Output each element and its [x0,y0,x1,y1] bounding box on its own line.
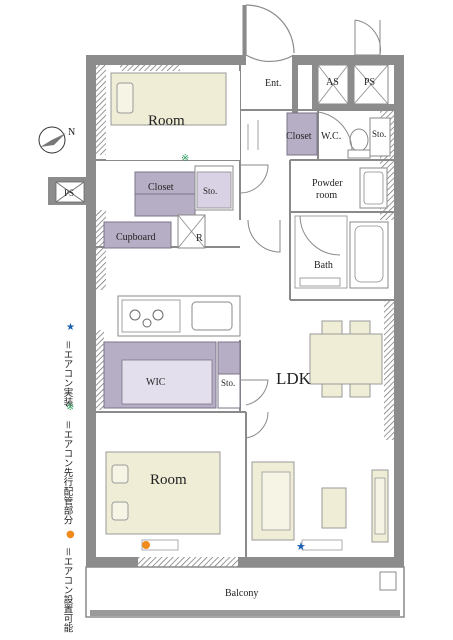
kitchen [117,295,241,337]
balcony-label: Balcony [225,588,258,599]
legend-symbol-star-icon: ★ [66,322,75,333]
interior-walls [96,65,394,557]
as-label: AS [326,77,339,88]
legend-item-ac-installed: ★ ＝エアコン実装 [62,322,76,407]
balcony [85,566,405,618]
room-labels: Room Room LDK Ent. AS PS PS Closet W.C. … [64,77,386,599]
ldk-label: LDK [276,369,312,388]
ac-piping-icon: ※ [181,153,189,164]
storage-room-label: Sto. [203,186,217,196]
bath-label: Bath [314,260,333,271]
living-furniture [251,461,389,543]
exterior-walls [86,55,404,567]
walk-in-closet [103,341,241,409]
compass-north-label: N [68,127,75,138]
compass-icon [38,126,66,154]
legend-item-ac-possible: ● ＝エアコン設置可能 [62,529,76,633]
legend-symbol-dot-icon: ● [66,529,75,540]
wic-label: WIC [146,377,166,388]
entrance-area [242,4,389,105]
storage-wc-label: Sto. [372,129,386,139]
legend-item-ac-piping: ※ ＝エアコン先行配管部分 [62,402,75,525]
powder-room-label-1: Powder [312,178,343,189]
refrigerator-label: R [196,233,203,244]
room-lower [105,451,343,551]
ps-top-label: PS [364,77,375,88]
ps-left [48,177,86,205]
entrance-label: Ent. [265,78,281,89]
legend-text-ac-piping: ＝エアコン先行配管部分 [62,420,74,525]
room-upper [106,71,240,160]
legend-text-ac-possible: ＝エアコン設置可能 [62,547,74,633]
dining-table [309,320,383,398]
legend: ★ ＝エアコン実装 ※ ＝エアコン先行配管部分 ● ＝エアコン設置可能 [62,322,76,633]
room-lower-label: Room [150,472,187,488]
closet-room-label: Closet [148,182,174,193]
closet-room-upper [134,165,234,217]
ac-possible-icon [142,541,150,549]
doors [239,164,281,439]
legend-symbol-piping-icon: ※ [66,402,74,413]
cupboard-area [103,214,206,249]
closet-wc-label: Closet [286,131,312,142]
ps-left-label: PS [64,188,74,198]
wc-room [317,111,391,159]
ac-markers: ※ ★ [142,153,306,553]
bath-room [294,215,389,289]
legend-text-ac-installed: ＝エアコン実装 [62,340,74,407]
cupboard-label: Cupboard [116,232,155,243]
storage-wic-label: Sto. [221,378,235,388]
powder-room [359,167,388,209]
powder-room-label-2: room [316,190,337,201]
closet-wc [247,112,318,156]
wc-label: W.C. [321,131,341,142]
room-upper-label: Room [148,113,185,129]
ac-installed-icon: ★ [296,540,306,553]
